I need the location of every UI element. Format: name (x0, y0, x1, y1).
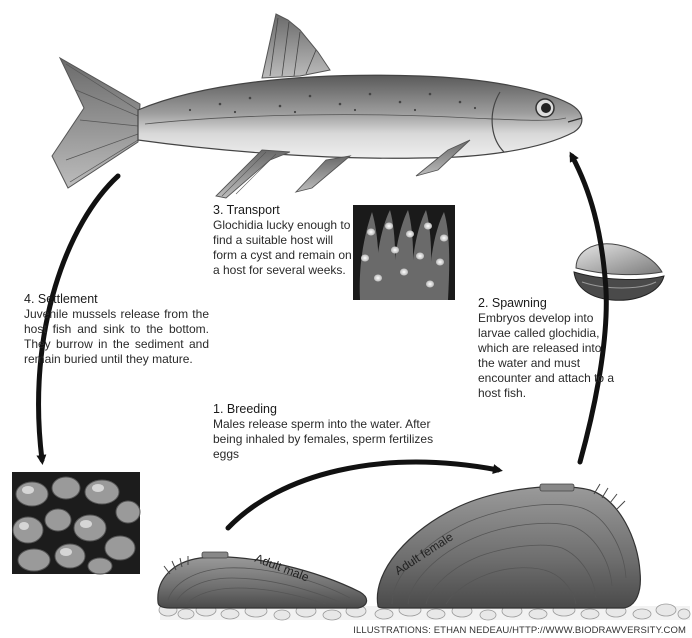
glochidia-on-gills-photo (353, 205, 455, 300)
host-fish-illustration (52, 14, 582, 198)
stage-breeding-text: Males release sperm into the water. Afte… (213, 417, 453, 462)
stage-settlement-title: 4. Settlement (24, 292, 209, 307)
stage-breeding: 1. Breeding Males release sperm into the… (213, 402, 453, 462)
stage-spawning-title: 2. Spawning (478, 296, 618, 311)
stage-transport-title: 3. Transport (213, 203, 353, 218)
glochidium-larva-illustration (574, 244, 664, 301)
illustration-credit: ILLUSTRATIONS: ETHAN NEDEAU/HTTP://WWW.B… (353, 625, 686, 636)
stage-settlement-text: Juvenile mussels release from the host f… (24, 307, 209, 367)
stage-transport-text: Glochidia lucky enough to find a suitabl… (213, 218, 353, 278)
juvenile-mussels-photo (12, 472, 140, 574)
stage-transport: 3. Transport Glochidia lucky enough to f… (213, 203, 353, 278)
stage-spawning: 2. Spawning Embryos develop into larvae … (478, 296, 618, 401)
stage-spawning-text: Embryos develop into larvae called gloch… (478, 311, 618, 401)
stage-breeding-title: 1. Breeding (213, 402, 453, 417)
stage-settlement: 4. Settlement Juvenile mussels release f… (24, 292, 209, 367)
adult-female-mussel-illustration (377, 484, 640, 608)
